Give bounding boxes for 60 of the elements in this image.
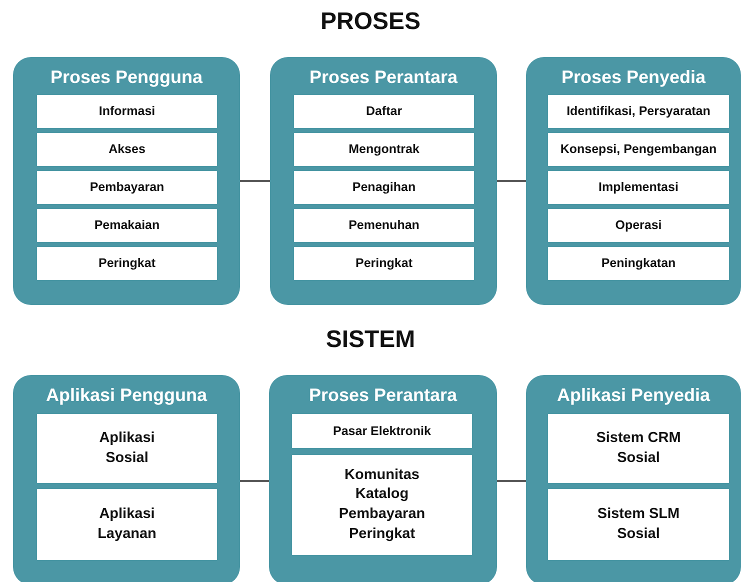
- item-box: [548, 414, 729, 483]
- item-box: [548, 133, 729, 166]
- panel-heading: Proses Perantara: [308, 67, 459, 88]
- item-text: Daftar: [366, 103, 402, 120]
- item-box: [294, 133, 474, 166]
- item-text: Peningkatan: [601, 255, 676, 272]
- item-box: [548, 209, 729, 242]
- panel-heading: Proses Pengguna: [49, 67, 204, 88]
- connector-line: [497, 480, 526, 482]
- item-box: [37, 171, 217, 204]
- item-box: [37, 489, 217, 560]
- item-text: Implementasi: [598, 179, 678, 196]
- panel-card: [269, 375, 497, 582]
- panel-heading: Proses Perantara: [308, 385, 458, 406]
- panel-card: [270, 57, 497, 305]
- item-text: Sistem CRM Sosial: [595, 428, 682, 468]
- section-title: PROSES: [319, 8, 422, 36]
- panel-heading: Aplikasi Pengguna: [44, 385, 208, 406]
- panel-card: [13, 57, 240, 305]
- item-text: Pemakaian: [94, 217, 160, 234]
- connector-line: [497, 180, 526, 182]
- item-text: Identifikasi, Persyaratan: [566, 103, 710, 120]
- item-box: [294, 171, 474, 204]
- item-text: Aplikasi Layanan: [96, 504, 158, 544]
- item-text: Peringkat: [356, 255, 412, 272]
- item-box: [548, 247, 729, 280]
- item-box: [548, 171, 729, 204]
- item-box: [548, 95, 729, 128]
- item-text: Konsepsi, Pengembangan: [560, 141, 717, 158]
- item-text: Informasi: [98, 103, 156, 120]
- panel-heading: Proses Penyedia: [560, 67, 707, 88]
- item-text: Penagihan: [352, 179, 416, 196]
- panel-card: [13, 375, 240, 582]
- item-box: [37, 133, 217, 166]
- item-text: Pasar Elektronik: [333, 422, 431, 440]
- item-text: Pemenuhan: [348, 217, 420, 234]
- item-text: Akses: [108, 141, 146, 158]
- panel-card: [526, 57, 741, 305]
- item-text: Peringkat: [98, 255, 156, 272]
- item-box: [37, 414, 217, 483]
- item-text: Pembayaran: [90, 179, 164, 196]
- item-text: Aplikasi Sosial: [98, 428, 156, 468]
- item-box: [292, 414, 472, 448]
- item-box: [37, 95, 217, 128]
- item-text: Sistem SLM Sosial: [596, 504, 681, 544]
- item-box: [294, 209, 474, 242]
- item-text: Mengontrak: [348, 141, 420, 158]
- item-text: Komunitas Katalog Pembayaran Peringkat: [338, 466, 426, 544]
- panel-heading: Aplikasi Penyedia: [556, 385, 712, 406]
- item-box: [548, 489, 729, 560]
- item-box: [292, 455, 472, 555]
- item-text: Operasi: [615, 217, 662, 234]
- connector-line: [240, 480, 269, 482]
- item-box: [294, 247, 474, 280]
- item-box: [37, 209, 217, 242]
- section-title: SISTEM: [324, 326, 416, 354]
- connector-line: [240, 180, 270, 182]
- panel-card: [526, 375, 741, 582]
- item-box: [294, 95, 474, 128]
- item-box: [37, 247, 217, 280]
